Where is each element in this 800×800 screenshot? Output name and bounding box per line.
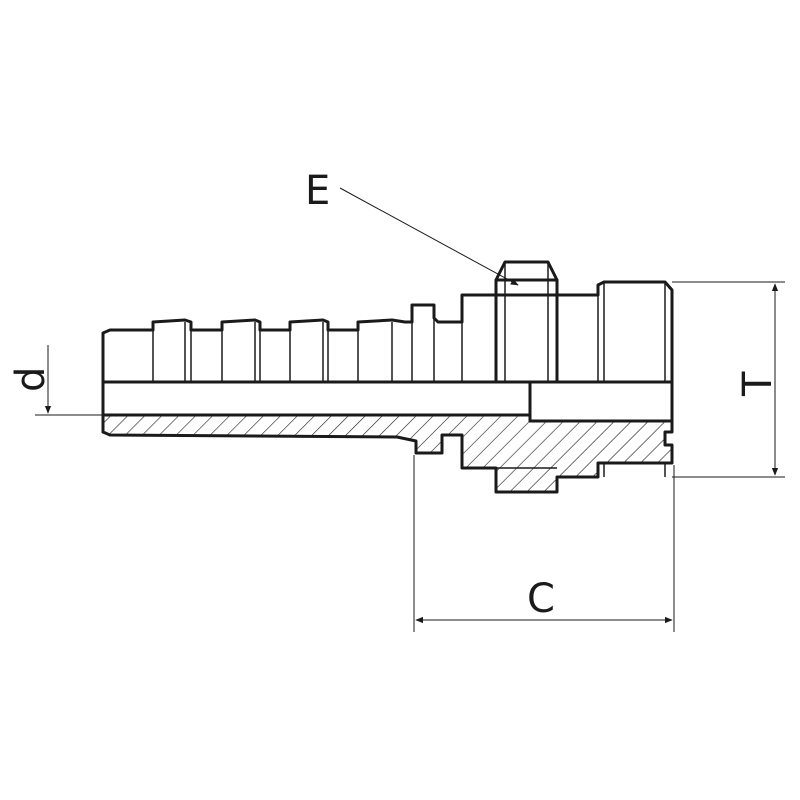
label-t: T (735, 371, 781, 397)
section-hatch (103, 415, 672, 492)
leader-e (339, 187, 519, 286)
label-d: d (8, 367, 54, 392)
barb-serrations (152, 318, 463, 382)
section-outline (101, 413, 674, 494)
dimension-d (35, 345, 103, 416)
thread-detail (597, 282, 666, 382)
dimension-t (672, 281, 785, 478)
threaded-end (528, 280, 674, 423)
label-e: E (305, 168, 330, 214)
dimension-c (413, 455, 675, 632)
section-detail (496, 463, 666, 477)
hose-barb (101, 293, 532, 434)
label-c: C (527, 576, 555, 622)
hex-nut-faces (504, 262, 549, 382)
